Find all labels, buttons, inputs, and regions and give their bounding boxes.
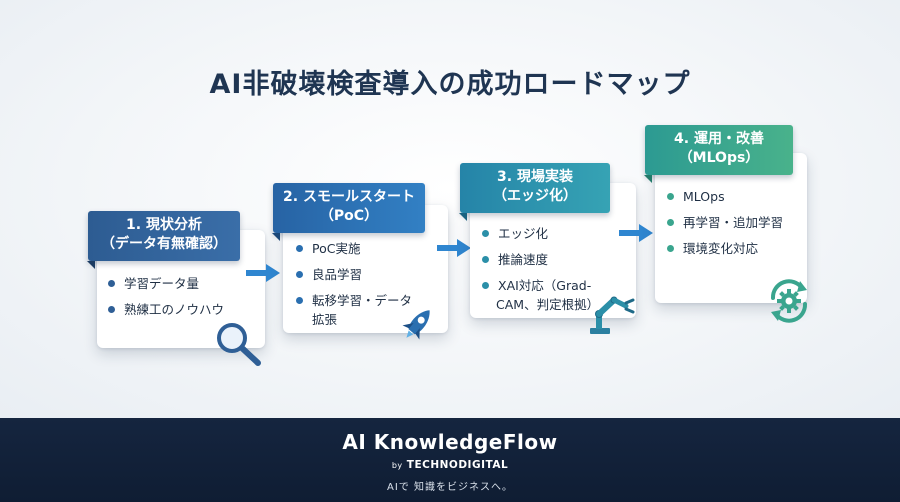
bullet-dot [482, 230, 489, 237]
list-item: 転移学習・データ [296, 292, 444, 309]
bullet-dot [108, 280, 115, 287]
bullet-dot [667, 193, 674, 200]
bullet-dot [108, 306, 115, 313]
list-item: 学習データ量 [108, 275, 258, 292]
list-item: エッジ化 [482, 225, 632, 242]
list-item-continuation: CAM、判定根拠） [496, 297, 600, 312]
step-heading-3-line1: 3. 現場実装 [497, 169, 573, 185]
step-heading-1: 1. 現状分析 （データ有無確認） [87, 211, 240, 269]
step-card-4 [655, 153, 807, 303]
brand-name: AI KnowledgeFlow [342, 430, 558, 454]
bullet-dot [667, 245, 674, 252]
list-item: 再学習・追加学習 [667, 214, 805, 231]
step-heading-4: 4. 運用・改善 （MLOps） [644, 125, 793, 183]
list-item: 推論速度 [482, 251, 632, 268]
rocket-icon [402, 310, 430, 340]
page-title: AI非破壊検査導入の成功ロードマップ [209, 69, 691, 100]
step-list-2: PoC実施 良品学習 転移学習・データ 拡張 [296, 240, 444, 337]
list-item: XAI対応（Grad- [482, 277, 632, 294]
list-item: 環境変化対応 [667, 240, 805, 257]
list-item-continuation: 拡張 [312, 312, 338, 327]
step-heading-1-line2: （データ有無確認） [101, 236, 227, 252]
byline-prefix: by [391, 461, 403, 470]
list-item: MLOps [667, 188, 805, 205]
bullet-dot [482, 256, 489, 263]
step-heading-1-line1: 1. 現状分析 [126, 217, 202, 233]
flow-arrow-2 [437, 239, 471, 257]
step-list-3: エッジ化 推論速度 XAI対応（Grad- CAM、判定根拠） [482, 225, 632, 322]
list-item: 良品学習 [296, 266, 444, 283]
step-list-4: MLOps 再学習・追加学習 環境変化対応 [667, 188, 805, 266]
step-heading-4-line1: 4. 運用・改善 [674, 131, 764, 147]
flow-arrow-1 [246, 264, 280, 282]
step-heading-3: 3. 現場実装 （エッジ化） [459, 163, 610, 221]
brand-tagline: AIで 知識をビジネスへ。 [387, 482, 513, 493]
step-heading-3-line2: （エッジ化） [493, 188, 577, 204]
footer-banner: AI KnowledgeFlow by TECHNODIGITAL AIで 知識… [0, 418, 900, 502]
bullet-dot [667, 219, 674, 226]
bullet-dot [296, 245, 303, 252]
magnifier-icon [217, 323, 261, 366]
step-heading-4-line2: （MLOps） [678, 150, 760, 166]
step-heading-2-line1: 2. スモールスタート [283, 189, 415, 205]
list-item: PoC実施 [296, 240, 444, 257]
bullet-dot [482, 282, 489, 289]
step-list-1: 学習データ量 熟練工のノウハウ [108, 275, 258, 327]
robot-arm-icon [590, 296, 635, 334]
bullet-dot [296, 271, 303, 278]
step-heading-2-line2: （PoC） [319, 208, 379, 224]
list-item: 熟練工のノウハウ [108, 301, 258, 318]
step-heading-2: 2. スモールスタート （PoC） [272, 183, 425, 241]
bullet-dot [296, 297, 303, 304]
flow-arrow-3 [619, 224, 653, 242]
company-name: TECHNODIGITAL [406, 459, 509, 471]
brand-byline: by TECHNODIGITAL [0, 459, 900, 471]
gear-cycle-icon [771, 279, 807, 323]
roadmap-stage: AI非破壊検査導入の成功ロードマップ 1. 現状分析 （データ有無確認） 学習デ… [0, 0, 900, 418]
